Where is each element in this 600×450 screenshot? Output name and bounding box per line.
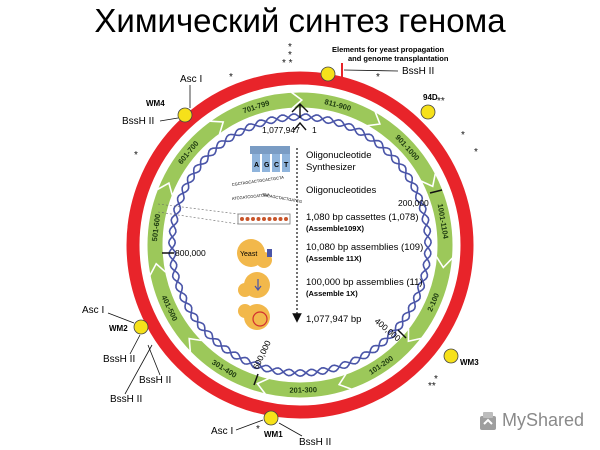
position-200k-label: 200,000 [398, 198, 429, 208]
synth-letter-t: T [284, 162, 289, 169]
green-segment-ring [147, 92, 453, 398]
cassette-dot [267, 217, 272, 221]
top-note-line-2: and genome transplantation [348, 54, 449, 63]
position-one-label: 1 [312, 125, 317, 135]
legend-oligos-text: Oligonucleotides [306, 185, 376, 196]
svg-text:*: * [434, 374, 438, 385]
legend-assemblies-10k-text: 10,080 bp assemblies (109) [306, 242, 423, 253]
svg-text:**: ** [437, 96, 445, 107]
segment-divider [367, 111, 382, 127]
wm3-label: WM3 [460, 358, 479, 367]
cassette-dot [278, 217, 283, 221]
dna-strand [167, 114, 432, 378]
bssh2-bottom-label: BssH II [299, 437, 331, 448]
marker-top [320, 66, 336, 82]
yeast-cell-3 [238, 304, 270, 330]
bssh2-left-2-label: BssH II [139, 375, 171, 386]
dna-strand [168, 113, 432, 377]
dna-ring [167, 113, 432, 378]
svg-text:**: ** [428, 381, 436, 392]
legend-synth-sub: Synthesizer [306, 162, 356, 173]
legend-genome-text: 1,077,947 bp [306, 314, 361, 325]
svg-text:* *: * * [282, 58, 293, 69]
cassette-dashed-left-2 [157, 211, 239, 225]
synthesizer-icon [250, 146, 290, 172]
outer-red-ring [126, 71, 474, 419]
segment-divider [157, 181, 174, 196]
asc1-left-bottom-label: Asc I [82, 305, 104, 316]
cassette-dot [262, 217, 266, 221]
legend-cassettes-sub: (Assemble109X) [306, 224, 364, 233]
bssh2-left-3-label: BssH II [110, 394, 142, 405]
position-800k-label: 800,000 [175, 248, 206, 258]
segment-divider [407, 328, 422, 343]
cassette-dashed-left [157, 203, 239, 215]
legend-cassettes-text: 1,080 bp cassettes (1,078) [306, 212, 419, 223]
yeast-label: Yeast [240, 251, 257, 258]
bssh2-left-top-label: BssH II [122, 116, 154, 127]
cassette-dot [284, 217, 288, 221]
legend-assemblies-10k-sub: (Assemble 11X) [306, 254, 362, 263]
watermark-text: MyShared [502, 410, 585, 430]
svg-text:*: * [461, 130, 465, 141]
origin-marker [291, 103, 309, 131]
wm1-label: WM1 [264, 430, 283, 439]
marker-wm2 [133, 319, 149, 335]
legend-synth-text: Oligonucleotide [306, 150, 372, 161]
synth-letter-g: G [264, 162, 270, 169]
segment-divider [337, 373, 352, 390]
synth-letter-a: A [254, 162, 259, 169]
cassette-dot [273, 217, 277, 221]
svg-text:*: * [288, 42, 292, 53]
segment-divider [420, 173, 437, 188]
segment-divider [149, 262, 167, 276]
yeast-cell-2 [238, 272, 270, 298]
segment-label: 501-600 [150, 213, 162, 241]
marker-wm1 [263, 410, 279, 426]
cassette-dot [245, 217, 250, 221]
svg-text:*: * [288, 50, 292, 61]
oligo-seq-1: CGCTAGCACTGCACTGCTA [231, 175, 284, 187]
legend-assemblies-100k-sub: (Assemble 1X) [306, 289, 358, 298]
cassette-dot [256, 217, 261, 221]
synth-letter-c: C [274, 162, 279, 169]
oligo-seq-3: ATCGATCGCATCGA [232, 192, 271, 201]
segment-divider [290, 91, 304, 109]
svg-text:*: * [229, 72, 233, 83]
asterisks: * * * * * * ** * * * * ** * [134, 42, 478, 435]
94d-label: 94D [423, 93, 438, 102]
marker-94d [420, 104, 436, 120]
watermark-logo-icon [480, 412, 496, 430]
svg-text:*: * [256, 424, 260, 435]
svg-text:*: * [134, 150, 138, 161]
segment-divider [435, 256, 453, 269]
slide-title: Химический синтез генома [94, 2, 506, 39]
bssh2-left-1-label: BssH II [103, 354, 135, 365]
svg-text:*: * [474, 147, 478, 158]
origin-position-label: 1,077,947 [262, 125, 300, 135]
segment-divider [188, 337, 202, 352]
watermark: MyShared [478, 408, 588, 434]
asc1-bottom-label: Asc I [211, 426, 233, 437]
oligo-seq-2: TACAGCTACTGATCG [262, 192, 303, 204]
wm2-label: WM2 [109, 324, 128, 333]
top-note-line-1: Elements for yeast propagation [332, 45, 445, 54]
segment-divider [256, 377, 270, 395]
marker-wm3 [443, 348, 459, 364]
segment-divider [210, 120, 225, 135]
bssh2-top-label: BssH II [402, 66, 434, 77]
legend-assemblies-100k-text: 100,000 bp assemblies (11) [306, 277, 423, 288]
svg-text:*: * [376, 72, 380, 83]
yeast-cell-1 [237, 239, 272, 268]
wm4-label: WM4 [146, 99, 165, 108]
asc1-left-top-label: Asc I [180, 74, 202, 85]
marker-wm4 [177, 107, 193, 123]
cassette-dot [240, 217, 244, 221]
cassette-dot [251, 217, 255, 221]
segment-label: 201-300 [289, 385, 317, 395]
